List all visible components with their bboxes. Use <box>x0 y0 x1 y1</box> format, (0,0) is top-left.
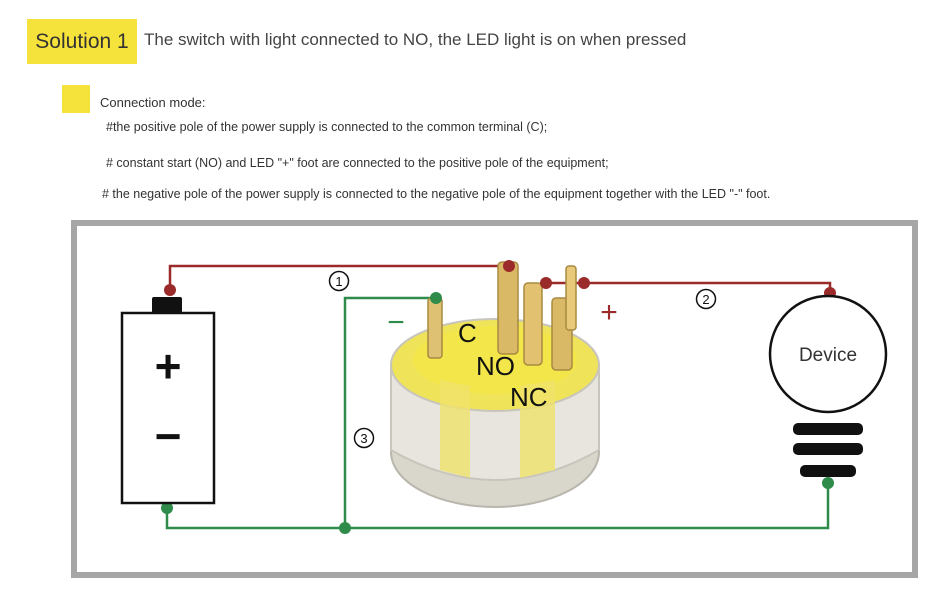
svg-text:1: 1 <box>335 274 342 289</box>
connection-line-2: # constant start (NO) and LED "+" foot a… <box>106 156 609 170</box>
positive-wire-c <box>168 264 509 290</box>
connection-line-1: #the positive pole of the power supply i… <box>106 120 548 134</box>
negative-wire-return <box>165 483 830 530</box>
terminal-c-label: C <box>458 318 477 348</box>
device-label: Device <box>799 345 857 366</box>
wire-marker-1: 1 <box>328 270 350 292</box>
battery: + − <box>120 297 216 505</box>
terminal-nc-label: NC <box>510 382 548 412</box>
solution-label: Solution 1 <box>27 19 137 64</box>
led-minus-sign: − <box>387 306 405 339</box>
yellow-marker <box>62 85 90 113</box>
headline: The switch with light connected to NO, t… <box>144 30 687 49</box>
wire-marker-3: 3 <box>353 427 375 449</box>
svg-text:2: 2 <box>702 292 709 307</box>
device: Device <box>768 294 888 477</box>
wire-marker-2: 2 <box>695 288 717 310</box>
negative-wire-led <box>343 296 436 528</box>
terminal-no-label: NO <box>476 351 515 381</box>
connection-line-3: # the negative pole of the power supply … <box>102 187 771 201</box>
connection-mode-title: Connection mode: <box>100 95 206 110</box>
battery-plus-sign: + <box>155 340 182 392</box>
led-plus-sign: + <box>600 296 618 329</box>
svg-text:3: 3 <box>360 431 367 446</box>
battery-minus-sign: − <box>155 410 182 462</box>
illuminated-switch <box>390 261 600 508</box>
